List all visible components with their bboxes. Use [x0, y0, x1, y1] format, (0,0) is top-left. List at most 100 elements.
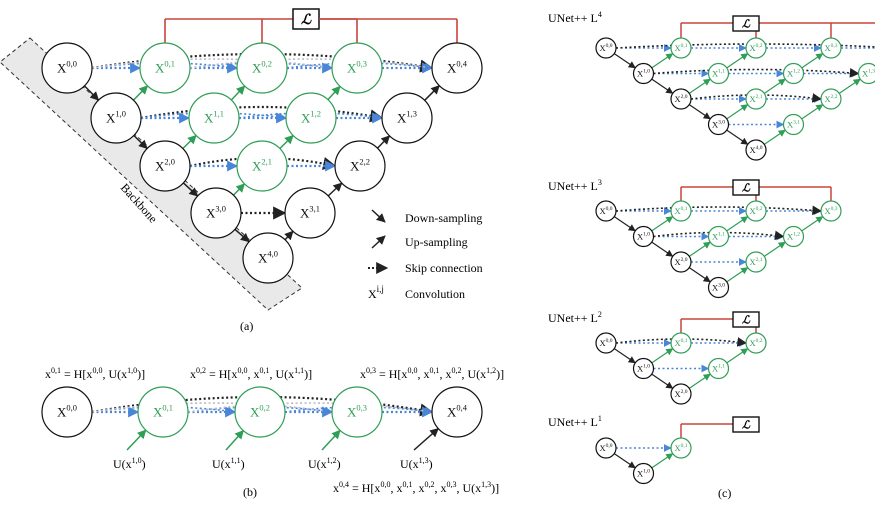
- node-x02: X0,2: [236, 42, 288, 94]
- node-x04: X0,4: [431, 42, 483, 94]
- up-arrow: [321, 429, 341, 451]
- dense-skip: [189, 58, 433, 71]
- equation-x03: x0,3 = H[x0,0, x0,1, x0,2, U(x1,2)]: [360, 366, 504, 381]
- node-label: X2,0: [155, 157, 175, 174]
- loss-symbol: ℒ: [742, 19, 751, 31]
- node-x00: X0,0: [41, 42, 93, 94]
- node-x21: X2,1: [236, 140, 288, 192]
- subnet-node: X3,0: [707, 113, 730, 136]
- down-arrow: [613, 53, 636, 69]
- panel-c: UNet++ L4ℒX0,0X0,1X0,2X0,3X0,4X1,0X1,1X1…: [548, 10, 875, 485]
- panel-b-up-labels: U(x1,0)U(x1,1)U(x1,2)U(x1,3): [113, 456, 433, 471]
- subnet-node: X1,0: [632, 62, 655, 85]
- node-circle: [595, 437, 617, 459]
- node-circle: [632, 462, 655, 485]
- up-arrow: [284, 230, 294, 241]
- caption-c: (c): [718, 486, 731, 500]
- subnet-node: X0,0: [595, 332, 617, 354]
- node-label: X1,2: [787, 68, 800, 78]
- node-label: X0,0: [599, 43, 612, 53]
- node-b-x02: X0,2: [234, 386, 286, 438]
- node-x40: X4,0: [242, 232, 294, 284]
- skip-connection: [615, 205, 822, 216]
- up-label: U(x1,2): [308, 456, 341, 471]
- subnet-node: X1,1: [707, 225, 730, 248]
- node-circle: [632, 62, 655, 85]
- node-label: X0,0: [599, 443, 612, 453]
- node-circle: [595, 332, 617, 354]
- node-circle: [632, 357, 655, 380]
- node-label: X1,1: [712, 363, 725, 373]
- node-circle: [137, 386, 189, 438]
- node-circle: [90, 92, 142, 144]
- node-circle: [820, 37, 842, 59]
- node-circle: [139, 140, 191, 192]
- node-label: X2,0: [674, 389, 687, 399]
- node-circle: [670, 37, 692, 59]
- node-label: X1,1: [712, 68, 725, 78]
- subnet-edges: ℒ: [613, 179, 832, 283]
- subnet-node: X3,0: [707, 276, 730, 299]
- node-circle: [745, 200, 767, 222]
- up-label: U(x1,3): [400, 456, 433, 471]
- node-x12: X1,2: [285, 92, 337, 144]
- subnet-node: X0,0: [595, 37, 617, 59]
- subnet-node: X1,2: [782, 62, 805, 85]
- node-circle: [782, 225, 805, 248]
- up-arrow: [763, 241, 786, 257]
- legend-up-label: Up-sampling: [405, 235, 468, 249]
- up-arrow: [801, 104, 824, 120]
- node-label: X1,1: [204, 109, 224, 126]
- node-x22: X2,2: [334, 140, 386, 192]
- node-circle: [707, 62, 730, 85]
- up-arrow: [801, 216, 824, 232]
- node-x20: X2,0: [139, 140, 191, 192]
- node-label: X0,1: [674, 338, 687, 348]
- subnet-title: UNet++ L3: [548, 178, 602, 193]
- up-arrow: [413, 427, 439, 451]
- skip-connection: [91, 395, 434, 417]
- node-label: X1,2: [301, 109, 321, 126]
- subnet-title: UNet++ L2: [548, 310, 602, 325]
- node-label: X4,0: [749, 145, 762, 155]
- down-arrow: [133, 134, 148, 150]
- node-b-x01: X0,1: [137, 386, 189, 438]
- subnet-node: X4,0: [745, 139, 767, 161]
- node-label: X1,0: [637, 68, 650, 78]
- node-circle: [236, 140, 288, 192]
- subnet-node: X1,2: [782, 225, 805, 248]
- node-circle: [670, 88, 692, 110]
- node-circle: [820, 88, 842, 110]
- node-circle: [707, 113, 730, 136]
- node-label: X1,1: [712, 231, 725, 241]
- node-label: X2,2: [350, 157, 370, 174]
- up-arrow: [279, 134, 294, 150]
- up-arrow: [688, 373, 711, 389]
- down-arrow: [613, 216, 636, 232]
- dense-skip: [91, 406, 236, 415]
- node-label: X0,1: [674, 206, 687, 216]
- up-arrow: [651, 53, 674, 69]
- up-arrow: [327, 182, 343, 197]
- up-arrow: [726, 104, 749, 120]
- up-label: U(x1,0): [113, 456, 146, 471]
- subnet-edges: ℒ: [613, 416, 760, 469]
- down-arrow: [613, 348, 636, 364]
- up-arrow: [838, 78, 861, 94]
- node-label: X0,1: [155, 59, 175, 76]
- node-circle: [190, 187, 242, 239]
- node-label: X3,1: [787, 119, 800, 129]
- up-arrow: [232, 183, 246, 196]
- node-circle: [431, 386, 483, 438]
- node-circle: [857, 62, 875, 85]
- subnet-title: UNet++ L1: [548, 414, 602, 429]
- loss-symbol: ℒ: [742, 315, 751, 327]
- loss-tree: ℒ: [164, 8, 358, 43]
- node-circle: [670, 437, 692, 459]
- node-label: X1,0: [106, 109, 126, 126]
